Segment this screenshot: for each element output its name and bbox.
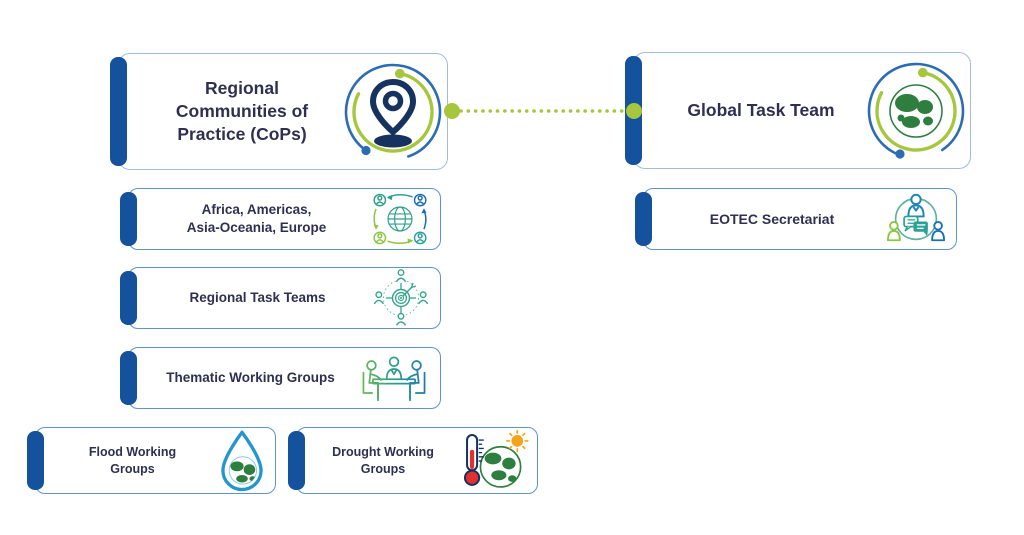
label-line: Asia-Oceania, Europe	[186, 220, 327, 235]
label-line: Flood Working	[88, 445, 177, 459]
label-line: Regional	[205, 77, 279, 98]
map-pin-orbit-icon	[341, 59, 445, 165]
label-line: Regional Task Teams	[189, 290, 326, 306]
label-line: Thematic Working Groups	[166, 370, 335, 386]
label-line: Groups	[360, 461, 406, 476]
accent-bar	[288, 431, 305, 490]
thermometer-sun-globe-icon	[457, 429, 529, 492]
node-drought-working-groups-label: Drought Working Groups	[297, 444, 457, 477]
accent-bar	[635, 192, 652, 246]
node-regional-task-teams-label: Regional Task Teams	[129, 289, 368, 307]
accent-bar	[27, 431, 44, 490]
node-flood-working-groups: Flood Working Groups	[27, 427, 276, 494]
dotted-connector	[444, 103, 642, 119]
node-regional-cops: Regional Communities of Practice (CoPs)	[110, 53, 448, 170]
node-thematic-working-groups-label: Thematic Working Groups	[129, 369, 354, 387]
node-regions: Africa, Americas, Asia-Oceania, Europe	[120, 188, 441, 250]
accent-bar	[120, 351, 137, 405]
node-eotec-secretariat-label: EOTEC Secretariat	[644, 210, 882, 228]
connector-end-dot-left	[444, 103, 460, 119]
label-line: Communities of	[175, 100, 309, 121]
node-flood-working-groups-label: Flood Working Groups	[36, 444, 217, 477]
label-line: Africa, Americas,	[201, 202, 312, 218]
node-regions-label: Africa, Americas, Asia-Oceania, Europe	[129, 201, 366, 237]
label-line: Drought Working	[332, 445, 434, 459]
node-global-task-team: Global Task Team	[625, 52, 971, 169]
connector-end-dot-right	[626, 103, 642, 119]
label-line: EOTEC Secretariat	[709, 210, 835, 227]
label-line: Practice (CoPs)	[177, 124, 307, 145]
accent-bar	[110, 57, 127, 166]
node-eotec-secretariat: EOTEC Secretariat	[635, 188, 957, 250]
target-team-icon	[368, 268, 434, 328]
node-regional-cops-label: Regional Communities of Practice (CoPs)	[119, 77, 341, 146]
node-regional-task-teams: Regional Task Teams	[120, 267, 441, 329]
label-line: Groups	[110, 461, 155, 476]
globe-orbit-icon	[864, 58, 968, 164]
label-line: Global Task Team	[687, 99, 835, 120]
node-global-task-team-label: Global Task Team	[634, 99, 864, 122]
water-drop-globe-icon	[217, 429, 267, 492]
accent-bar	[120, 271, 137, 325]
meeting-table-icon	[354, 350, 434, 407]
people-discussion-icon	[882, 190, 950, 248]
globe-people-network-icon	[366, 190, 434, 248]
accent-bar	[120, 192, 137, 246]
node-drought-working-groups: Drought Working Groups	[288, 427, 538, 494]
node-thematic-working-groups: Thematic Working Groups	[120, 347, 441, 409]
